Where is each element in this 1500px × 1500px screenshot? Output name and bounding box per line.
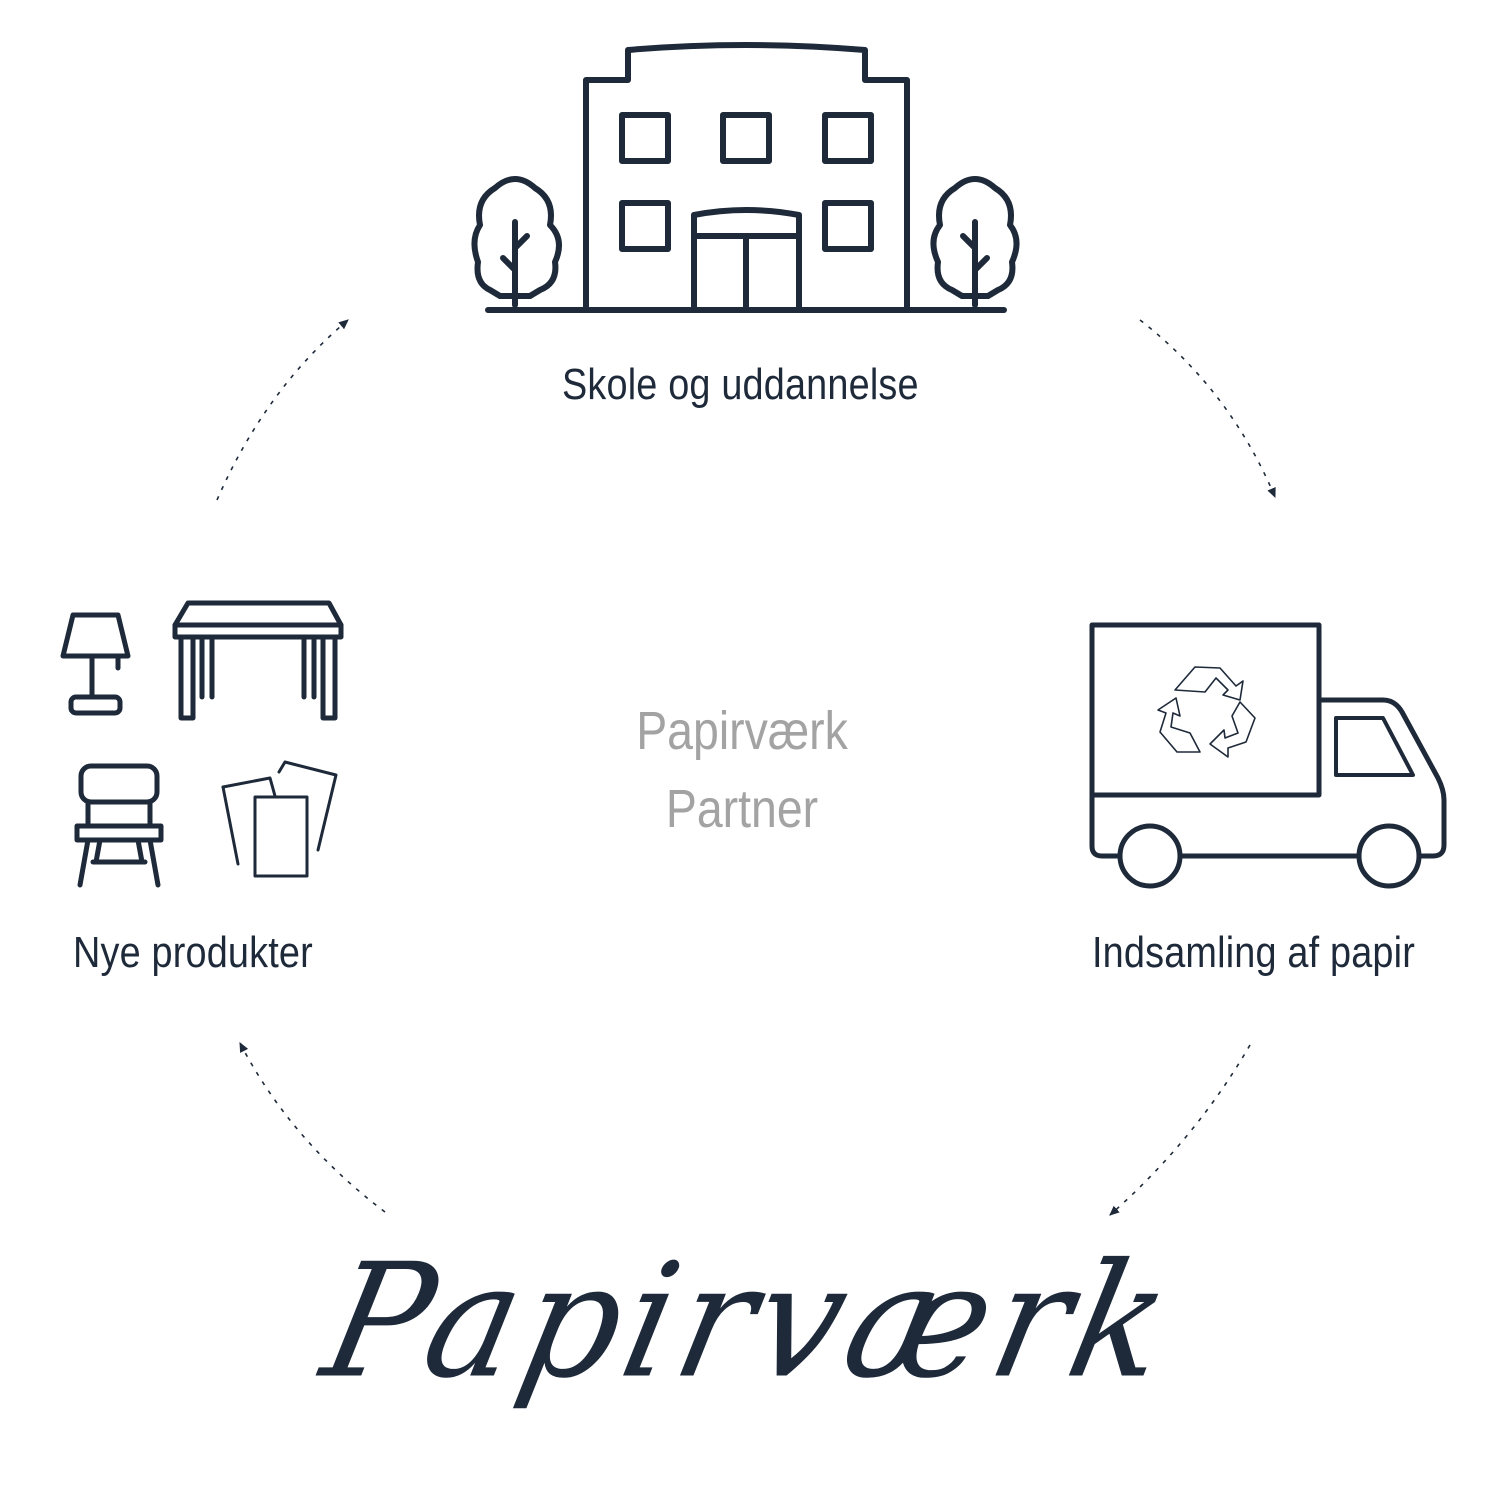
cycle-arrow-right-bottom xyxy=(1109,1044,1251,1216)
school-building-icon xyxy=(471,42,1020,313)
center-title: Papirværk xyxy=(636,701,848,761)
lamp-icon xyxy=(60,612,131,716)
stage-label-collection: Indsamling af papir xyxy=(1092,928,1415,977)
center-subtitle: Partner xyxy=(665,779,819,839)
paper-sheets-icon xyxy=(221,760,338,878)
cycle-arrow-top-right xyxy=(1139,319,1276,499)
table-icon xyxy=(172,600,344,721)
furniture-products-icon xyxy=(60,600,344,888)
brand-logo: Papirværk xyxy=(309,1230,1191,1414)
recycle-symbol-icon xyxy=(1157,666,1256,758)
cycle-arrow-left-top xyxy=(216,319,349,501)
chair-icon xyxy=(74,763,164,888)
cycle-arrow-bottom-left xyxy=(239,1042,386,1213)
stage-label-products: Nye produkter xyxy=(73,928,313,977)
stage-label-school: Skole og uddannelse xyxy=(562,360,919,409)
recycling-truck-icon xyxy=(1089,622,1447,889)
